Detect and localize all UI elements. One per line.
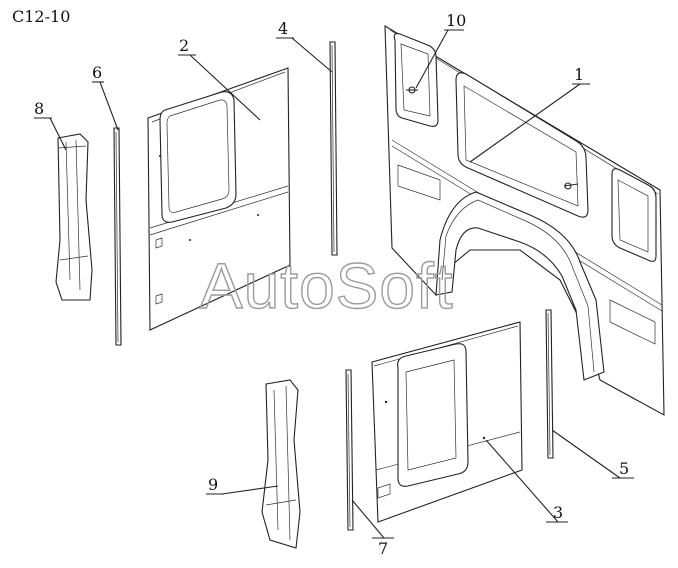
part-7-trim-strip [345,369,354,531]
callout-7: 7 [378,539,388,558]
callout-1: 1 [574,65,584,84]
part-6-trim-strip [113,127,122,346]
callout-4: 4 [278,19,288,38]
part-4-seal-strip [329,41,338,256]
callout-2: 2 [179,36,189,55]
callout-10: 10 [446,11,466,30]
part-9-pillar-trim [261,379,301,549]
part-3-side-panel [371,321,523,523]
part-2-side-panel [147,67,291,331]
part-1-rear-panel [384,25,665,416]
diagram-code: C12-10 [12,7,70,26]
leader-lines [34,29,634,539]
callout-3: 3 [553,503,563,522]
callout-6: 6 [92,63,102,82]
watermark: AutoSoft [200,250,454,322]
callout-8: 8 [34,99,44,118]
part-8-pillar-trim [55,133,93,301]
callout-9: 9 [208,475,218,494]
callout-5: 5 [619,459,629,478]
part-5-seal-strip [545,309,554,459]
